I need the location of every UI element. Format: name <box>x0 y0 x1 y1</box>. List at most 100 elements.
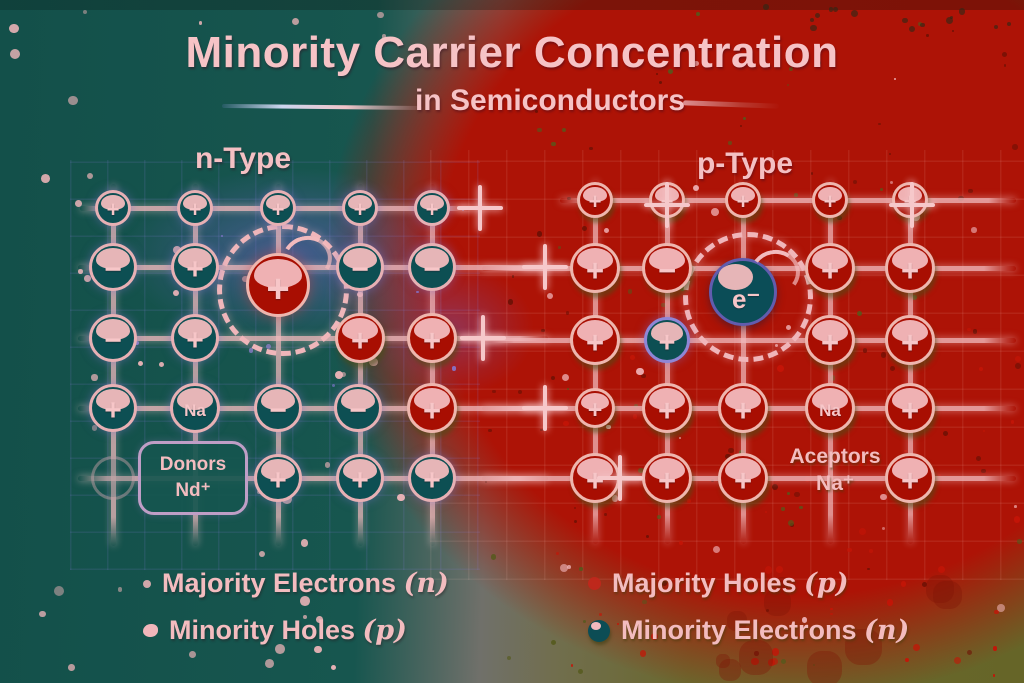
speckle-dot <box>967 649 973 656</box>
speckle-dot <box>921 581 927 587</box>
lattice-atom: − <box>89 314 137 362</box>
speckle-dot <box>781 507 785 511</box>
atom-highlight <box>576 248 614 271</box>
speckle-dot <box>561 127 567 133</box>
speckle-dot <box>1014 505 1017 508</box>
sparkle-glint <box>522 244 568 290</box>
speckle-dot <box>945 16 954 24</box>
speckle-dot <box>507 299 513 305</box>
atom-highlight <box>576 320 614 343</box>
donors-box-line1: Donors <box>159 454 227 476</box>
speckle-dot <box>981 468 987 474</box>
acceptors-label: Aceptors Na⁺ <box>768 443 902 498</box>
speckle-dot <box>696 11 701 16</box>
speckle-dot <box>978 367 984 372</box>
atom-symbol: + <box>188 197 202 223</box>
speckle-dot <box>926 574 955 604</box>
speckle-dot <box>973 329 978 334</box>
speckle-dot <box>992 646 997 651</box>
speckle-dot <box>198 21 203 25</box>
speckle-dot <box>992 674 996 677</box>
lattice-atom: − <box>336 243 384 291</box>
speckle-dot <box>558 246 561 249</box>
speckle-dot <box>786 84 790 87</box>
electron-ball-marker <box>588 619 610 642</box>
speckle-dot <box>740 124 743 127</box>
speckle-dot <box>640 373 646 379</box>
page-subtitle: in Semiconductors <box>414 84 686 117</box>
speckle-dot <box>661 302 666 308</box>
legend-label: Minority Electrons (n) <box>621 615 910 646</box>
atom-highlight <box>891 388 929 411</box>
atom-highlight <box>341 318 379 341</box>
atom-highlight <box>177 319 213 341</box>
speckle-dot <box>159 362 165 368</box>
speckle-dot <box>983 429 986 432</box>
speckle-dot <box>765 609 770 613</box>
speckle-dot <box>117 587 122 592</box>
sparkle-glint <box>457 185 503 231</box>
lattice-atom: + <box>408 454 456 502</box>
speckle-dot <box>604 513 607 516</box>
speckle-dot <box>850 10 858 18</box>
speckle-dot <box>517 389 522 395</box>
speckle-dot <box>638 467 644 474</box>
atom-highlight <box>648 388 686 411</box>
atom-highlight <box>260 459 296 481</box>
atom-symbol: + <box>425 197 439 223</box>
speckle-dot <box>1015 356 1022 363</box>
speckle-dot <box>920 22 925 28</box>
atom-symbol: + <box>423 464 441 498</box>
dashed-orbit-ring <box>217 224 349 356</box>
speckle-dot <box>728 447 734 454</box>
atom-highlight <box>897 186 923 202</box>
lattice-atom: + <box>575 388 615 428</box>
atom-highlight <box>265 194 291 210</box>
speckle-dot <box>651 632 658 640</box>
speckle-dot <box>692 184 700 191</box>
atom-highlight <box>413 318 451 341</box>
speckle-dot <box>781 659 787 665</box>
legend-label: Minority Holes (p) <box>169 615 407 646</box>
speckle-dot <box>880 493 887 501</box>
n-type-label: n-Type <box>194 142 292 175</box>
speckle-dot <box>579 567 583 571</box>
speckle-dot <box>603 227 609 233</box>
speckle-dot <box>300 596 311 606</box>
speckle-dot <box>84 275 91 282</box>
atom-symbol: + <box>820 253 840 289</box>
speckle-dot <box>933 580 962 610</box>
speckle-dot <box>550 639 557 646</box>
speckle-dot <box>833 6 839 13</box>
atom-symbol: + <box>585 325 605 361</box>
speckle-dot <box>770 657 778 665</box>
speckle-dot <box>10 48 21 59</box>
atom-symbol: − <box>104 324 122 358</box>
speckle-dot <box>712 545 721 553</box>
speckle-dot <box>138 360 144 366</box>
atom-highlight <box>95 319 131 341</box>
speckle-dot <box>661 581 667 587</box>
acceptors-label-line2: Na⁺ <box>816 472 854 496</box>
speckle-dot <box>134 340 139 346</box>
atom-highlight <box>100 194 126 210</box>
speckle-dot <box>582 225 587 231</box>
speckle-dot <box>867 567 870 571</box>
atom-highlight <box>891 320 929 343</box>
atom-highlight <box>177 248 213 270</box>
speckle-dot <box>943 430 949 436</box>
lattice-atom: + <box>570 315 620 365</box>
speckle-dot <box>776 364 784 372</box>
atom-symbol: + <box>269 464 287 498</box>
lattice-atom: + <box>885 243 935 293</box>
speckle-dot <box>794 193 798 198</box>
speckle-dot <box>852 180 857 185</box>
speckle-dot <box>687 499 691 503</box>
atom-symbol: + <box>422 323 442 359</box>
speckle-dot <box>994 610 999 615</box>
speckle-dot <box>1006 21 1012 27</box>
speckle-dot <box>567 95 571 98</box>
speckle-dot <box>950 16 954 20</box>
minority-hole-atom: + <box>407 383 457 433</box>
speckle-dot <box>38 610 46 618</box>
